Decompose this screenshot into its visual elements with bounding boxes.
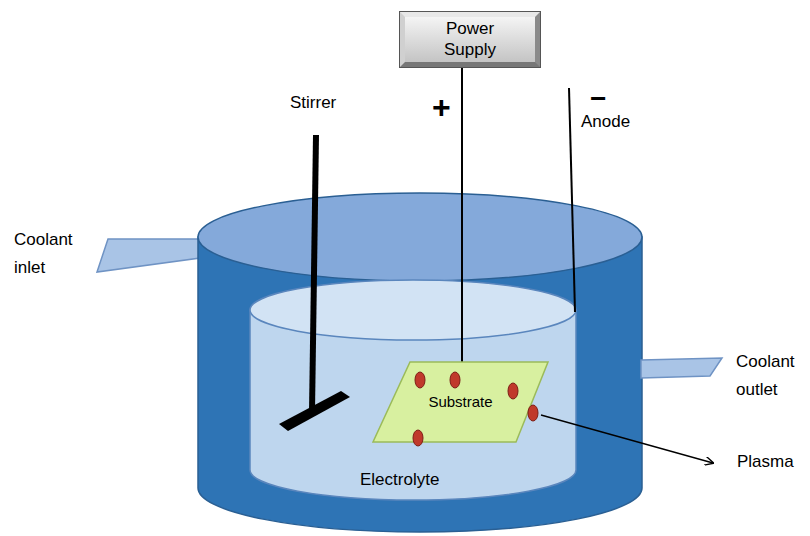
coolant-inlet-pipe	[97, 239, 200, 272]
polarity-sign: +	[432, 88, 451, 126]
stirrer-blade	[279, 391, 350, 431]
part-label: Anode	[581, 112, 630, 132]
part-label: Coolant outlet	[736, 348, 795, 404]
stirrer-rod	[312, 135, 316, 412]
anode-wire	[569, 88, 575, 312]
substrate-plate: Substrate	[373, 362, 548, 442]
power-supply-box: Power Supply	[400, 12, 540, 67]
node-text: Power Supply	[444, 19, 496, 60]
part-label: Plasma	[737, 452, 794, 472]
leader-line	[541, 415, 713, 463]
polarity-sign: −	[590, 82, 606, 116]
jacket-top	[198, 193, 642, 281]
plasma-spark	[528, 405, 538, 421]
plasma-spark	[450, 372, 460, 388]
substrate-shape	[373, 362, 548, 442]
cooling-jacket	[198, 237, 642, 532]
plasma-spark	[415, 372, 425, 388]
part-label: Coolant inlet	[14, 226, 73, 282]
node-text: Substrate	[428, 393, 492, 411]
part-label: Electrolyte	[360, 470, 439, 490]
part-label: Stirrer	[290, 93, 336, 113]
electrolyte-surface	[250, 280, 576, 340]
plasma-spark	[413, 430, 423, 446]
cathode-wire	[461, 67, 463, 362]
coolant-outlet-pipe	[641, 358, 722, 378]
plasma-spark	[508, 383, 518, 399]
